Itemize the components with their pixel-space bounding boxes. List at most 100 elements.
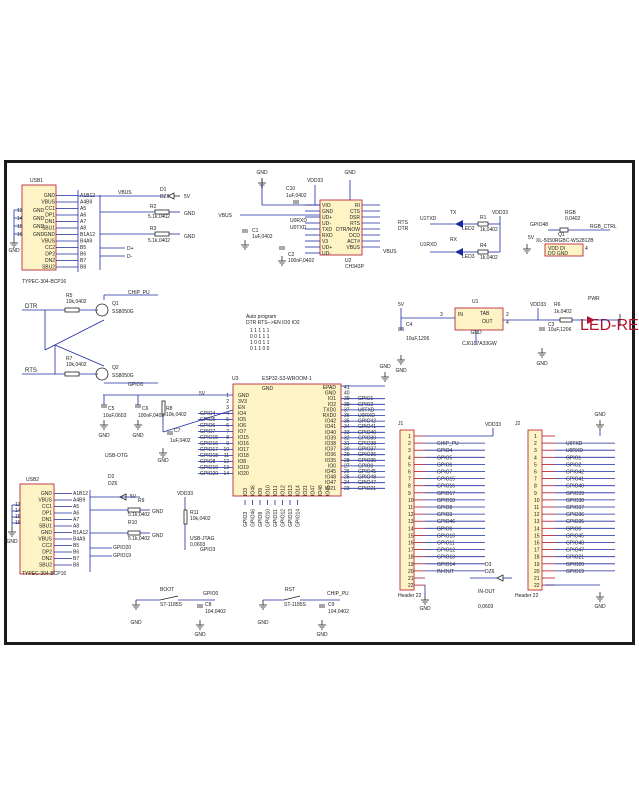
u3-bottom-pin: IO12: [281, 485, 287, 496]
usb1-connector: [21, 184, 57, 271]
j2-net: GPIO1: [566, 455, 582, 461]
u3-int-right: GND: [325, 391, 337, 397]
rst-switch-blade: [283, 595, 301, 601]
u3-int-right: IO40: [325, 430, 336, 436]
boot-switch-blade: [159, 595, 179, 601]
c2-ref: C2: [288, 252, 295, 258]
j1-net: GPIO18: [437, 498, 455, 504]
j2-pin-num: 13: [534, 519, 540, 525]
u3-int-right: IO1: [328, 396, 336, 402]
usb2-pin-num: B7: [73, 556, 79, 562]
usb1-pin-num: 16: [17, 232, 23, 238]
pwr-led: [587, 316, 595, 324]
u1-part: CJ6107A33GW: [462, 341, 497, 347]
u3-net-right: GPIO42: [358, 419, 376, 425]
usb2-pin-num: B1A12: [73, 530, 88, 536]
u3-int-right: IO2: [328, 402, 336, 408]
ground-label: GND: [157, 458, 169, 464]
q1-part: SS8050G: [112, 309, 134, 315]
pwr-part: LED-RED: [580, 317, 639, 334]
j2-pin-num: 19: [534, 562, 540, 568]
c7-value: 1uF,0402: [170, 438, 191, 444]
u3-gnd-top: GND: [262, 386, 274, 392]
u3-bottom-net: GPIO9: [258, 511, 264, 527]
u3-net-left: GPIO4: [200, 411, 216, 417]
r10-resistor: [127, 530, 141, 536]
j1-pin-num: 20: [408, 569, 414, 575]
u3-bottom-pin: IO47: [311, 485, 317, 496]
led2-ref: LED2: [462, 226, 475, 232]
q2-part: SS8050G: [112, 373, 134, 379]
r9-gnd-label: GND: [152, 509, 164, 515]
u3-int-left: IO8: [238, 459, 246, 465]
j1-pin-num: 1: [408, 434, 411, 440]
usb1-pin-right: GND: [44, 193, 56, 199]
usb2-pin-num: A8: [73, 524, 79, 530]
d3-ref: D3: [485, 562, 492, 568]
c10-ref: C10: [286, 186, 295, 192]
u3-net-left: GPIO5: [200, 417, 216, 423]
j2-net: GPIO38: [566, 498, 584, 504]
ground-label: GND: [6, 539, 18, 545]
usb-jtag-label: USB-JTAG: [190, 536, 214, 542]
u3-num-right: 30: [344, 447, 350, 453]
u3-num-left: 7: [226, 429, 229, 435]
rgb-r-ref: RGB: [565, 210, 577, 216]
usb2-connector: [19, 483, 55, 575]
ground-label: GND: [379, 364, 391, 370]
u2-pin-right: ACT#: [347, 239, 360, 245]
rgb-ctrl-net: RGB_CTRL: [590, 224, 617, 230]
usb1-pin-num: B1A12: [80, 232, 95, 238]
u3-net-right: GPIO48: [358, 475, 376, 481]
usb1-pin-right: VBUS: [41, 239, 55, 245]
u3-num-left: 13: [223, 465, 229, 471]
u2-rts: RTS: [398, 220, 409, 226]
u1-in: IN: [458, 312, 463, 318]
u2-pin-right: DCD: [349, 233, 360, 239]
r4-resistor: [477, 249, 489, 255]
u3-num-right: 35: [344, 419, 350, 425]
u3-bottom-pin: IO13: [288, 485, 294, 496]
u3-bottom-net: GPIO10: [266, 509, 272, 527]
in-out-value: 0,0603: [478, 604, 494, 610]
u3-int-left: IO4: [238, 411, 246, 417]
j1-header: [399, 429, 415, 591]
u3-bottom-net: GPIO46: [251, 509, 257, 527]
u3-net-left: GPIO20: [200, 471, 218, 477]
u1-pin2: 2: [506, 312, 509, 318]
usb1-pin-num: 15: [17, 224, 23, 230]
net-5v: 5V: [184, 194, 191, 200]
u3-net-right: GPIO38: [358, 441, 376, 447]
usb1-pin-right: GND: [44, 232, 56, 238]
q2-ref: Q2: [112, 365, 119, 371]
u3-num-right: 33: [344, 430, 350, 436]
u3-int-right: IO47: [325, 480, 336, 486]
r8-resistor: [161, 400, 166, 416]
ground-label: GND: [194, 632, 206, 638]
u3-int-right: IO35: [325, 458, 336, 464]
usb2-pin-num: A5: [73, 504, 79, 510]
u3-net-right: GPIO0: [358, 463, 374, 469]
u3-int-right: IO42: [325, 419, 336, 425]
r3-resistor: [154, 231, 170, 237]
j1-pin-num: 7: [408, 477, 411, 483]
rgb-pin-num: 4: [585, 246, 588, 252]
u2-vbus-out: VBUS: [383, 249, 397, 255]
rgb-gpio: GPIO48: [530, 222, 548, 228]
rst-net: CHIP_PU: [327, 591, 349, 597]
c8-value: 104,0402: [205, 609, 226, 615]
cross-2: [54, 344, 105, 367]
u3-int-right: IO37: [325, 447, 336, 453]
u3-net-right: GPIO1: [358, 396, 374, 402]
u3-int-left: IO5: [238, 417, 246, 423]
j1-pin-num: 9: [408, 491, 411, 497]
vbus-net-label: VBUS: [118, 190, 132, 196]
auto-row: 1 0 0 1 1: [250, 340, 270, 346]
r11-vdd33: VDD33: [177, 491, 193, 497]
u2-ref: U2: [345, 258, 352, 264]
dminus-net: D-: [127, 254, 133, 260]
j2-net: GPIO47: [566, 548, 584, 554]
j1-pin-num: 19: [408, 562, 414, 568]
j2-net: U0RXD: [566, 448, 583, 454]
